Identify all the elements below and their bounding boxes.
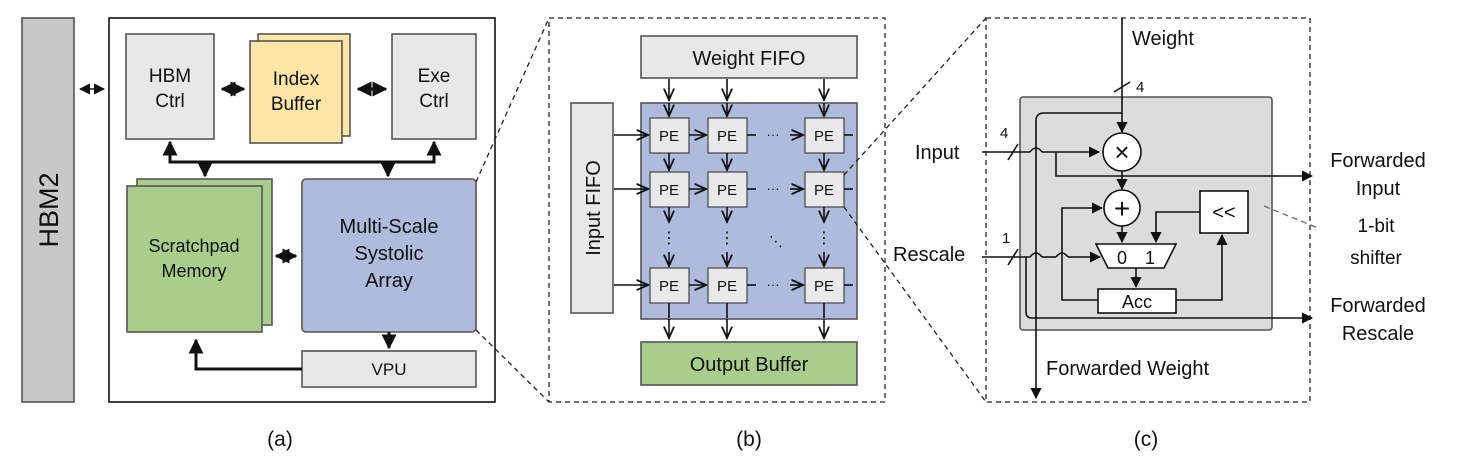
pe-cell-label: PE	[659, 128, 679, 145]
rescale-crossover-2	[1055, 252, 1069, 258]
pe-horizontal-arrows	[614, 135, 853, 285]
pe-ddots: ⋱	[769, 233, 783, 249]
pe-cell	[649, 117, 690, 154]
scratchpad-box	[126, 185, 263, 333]
rescale-crossover-1	[1029, 252, 1043, 258]
zoom-line-ab-bottom	[475, 329, 550, 403]
pe-cell	[707, 171, 748, 208]
vpu-box	[301, 350, 477, 388]
hbm2-bar	[21, 17, 75, 403]
vpu-scratch-arrow	[188, 338, 302, 371]
pe-cell-label: PE	[814, 182, 834, 199]
pe-vertical-arrows	[669, 79, 824, 338]
forwarded-rescale-line2: Rescale	[1342, 323, 1414, 345]
exe-ctrl-line1: Exe	[418, 66, 451, 87]
mux-input-0: 0	[1117, 248, 1127, 268]
pe-grid: PE PE PE PE PE PE PE PE PE	[649, 117, 845, 304]
adder-symbol: +	[1114, 193, 1130, 224]
weight-fifo-box	[640, 35, 858, 79]
forwarded-weight-line	[1030, 112, 1122, 400]
index-buffer-line2: Buffer	[271, 94, 322, 115]
forwarded-rescale-line	[1025, 257, 1314, 324]
zoom-line-ab-top	[475, 17, 550, 183]
input-crossover	[1029, 147, 1043, 153]
multiplier-symbol: ×	[1114, 137, 1129, 167]
forwarded-rescale-line1: Forwarded	[1330, 295, 1426, 317]
forwarded-input-line2: Input	[1356, 178, 1401, 200]
vpu-label: VPU	[372, 360, 407, 379]
panel-c: 4 Weight Forwarded Weight 4 Input Forwar…	[893, 17, 1426, 451]
forwarded-input-line1: Forwarded	[1330, 150, 1426, 172]
panel-b: Weight FIFO Input FIFO PE PE PE PE PE PE…	[548, 17, 886, 451]
acc-box	[1097, 288, 1177, 314]
mux-input-1: 1	[1145, 248, 1155, 268]
shifter-callout-line1: 1-bit	[1358, 216, 1396, 237]
shifter-box	[1199, 190, 1249, 234]
shifter-symbol: <<	[1212, 202, 1235, 224]
rescale-bus-slash	[1007, 248, 1019, 266]
hbm-ctrl-line2: Ctrl	[155, 91, 185, 112]
zoom-line-bc-bottom	[843, 206, 987, 403]
pe-vdots: ⋮	[719, 230, 735, 247]
hbm-ctrl-box	[125, 33, 215, 140]
pe-internal-box	[1019, 96, 1273, 331]
input-fifo-box	[570, 102, 614, 314]
weight-fifo-label: Weight FIFO	[693, 48, 806, 70]
systolic-line1: Multi-Scale	[340, 216, 439, 238]
pe-vdots: ⋮	[661, 230, 677, 247]
pe-cell-label: PE	[717, 278, 737, 295]
forwarded-input-line	[1055, 152, 1314, 182]
exe-ctrl-box	[391, 33, 477, 140]
mux	[1094, 243, 1178, 269]
output-buffer-label: Output Buffer	[690, 354, 809, 376]
output-buffer-box	[640, 341, 858, 386]
pe-cell	[649, 171, 690, 208]
weight-bus-slash	[1113, 81, 1131, 93]
index-buffer-line1: Index	[273, 69, 320, 90]
scratchpad-line2: Memory	[161, 261, 226, 281]
weight-label: Weight	[1132, 28, 1194, 50]
systolic-line3: Array	[365, 270, 413, 292]
acc-label: Acc	[1122, 292, 1152, 312]
rescale-label: Rescale	[893, 244, 965, 266]
pe-cell-label: PE	[814, 278, 834, 295]
pe-hdots: ···	[767, 181, 780, 196]
caption-a: (a)	[267, 428, 293, 451]
pe-hdots: ···	[767, 277, 780, 292]
index-buffer-box	[249, 40, 343, 144]
caption-c: (c)	[1134, 428, 1159, 451]
pe-cell	[707, 267, 748, 304]
acc-to-shifter	[1176, 233, 1228, 301]
panel-a: HBM2 HBM Ctrl Index Buffer Exe Ctrl Scra…	[21, 17, 496, 451]
exe-ctrl-line2: Ctrl	[419, 91, 449, 112]
hbm-ctrl-line1: HBM	[149, 66, 191, 87]
pe-cell-label: PE	[717, 128, 737, 145]
forwarded-weight-label: Forwarded Weight	[1046, 358, 1209, 380]
panel-c-outline	[985, 17, 1311, 403]
input-bus-slash	[1007, 143, 1019, 161]
input-bit-width: 4	[1000, 125, 1008, 142]
scratchpad-line1: Scratchpad	[148, 236, 239, 256]
pe-cell-label: PE	[814, 128, 834, 145]
shifter-to-mux	[1150, 211, 1200, 244]
input-label: Input	[915, 142, 960, 164]
pe-cell-label: PE	[717, 182, 737, 199]
pe-cell	[804, 117, 845, 154]
pe-hdots: ···	[767, 127, 780, 142]
acc-feedback-adder	[1061, 202, 1104, 301]
caption-b: (b)	[736, 428, 762, 451]
shifter-callout-line2: shifter	[1350, 248, 1402, 269]
weight-bit-width: 4	[1136, 79, 1144, 96]
rescale-bit-width: 1	[1002, 230, 1010, 247]
pe-cell-label: PE	[659, 182, 679, 199]
input-fifo-label: Input FIFO	[583, 160, 605, 256]
systolic-line2: Systolic	[355, 243, 424, 265]
pe-cell-label: PE	[659, 278, 679, 295]
hbm2-label: HBM2	[34, 172, 64, 247]
pe-vdots: ⋮	[816, 230, 832, 247]
